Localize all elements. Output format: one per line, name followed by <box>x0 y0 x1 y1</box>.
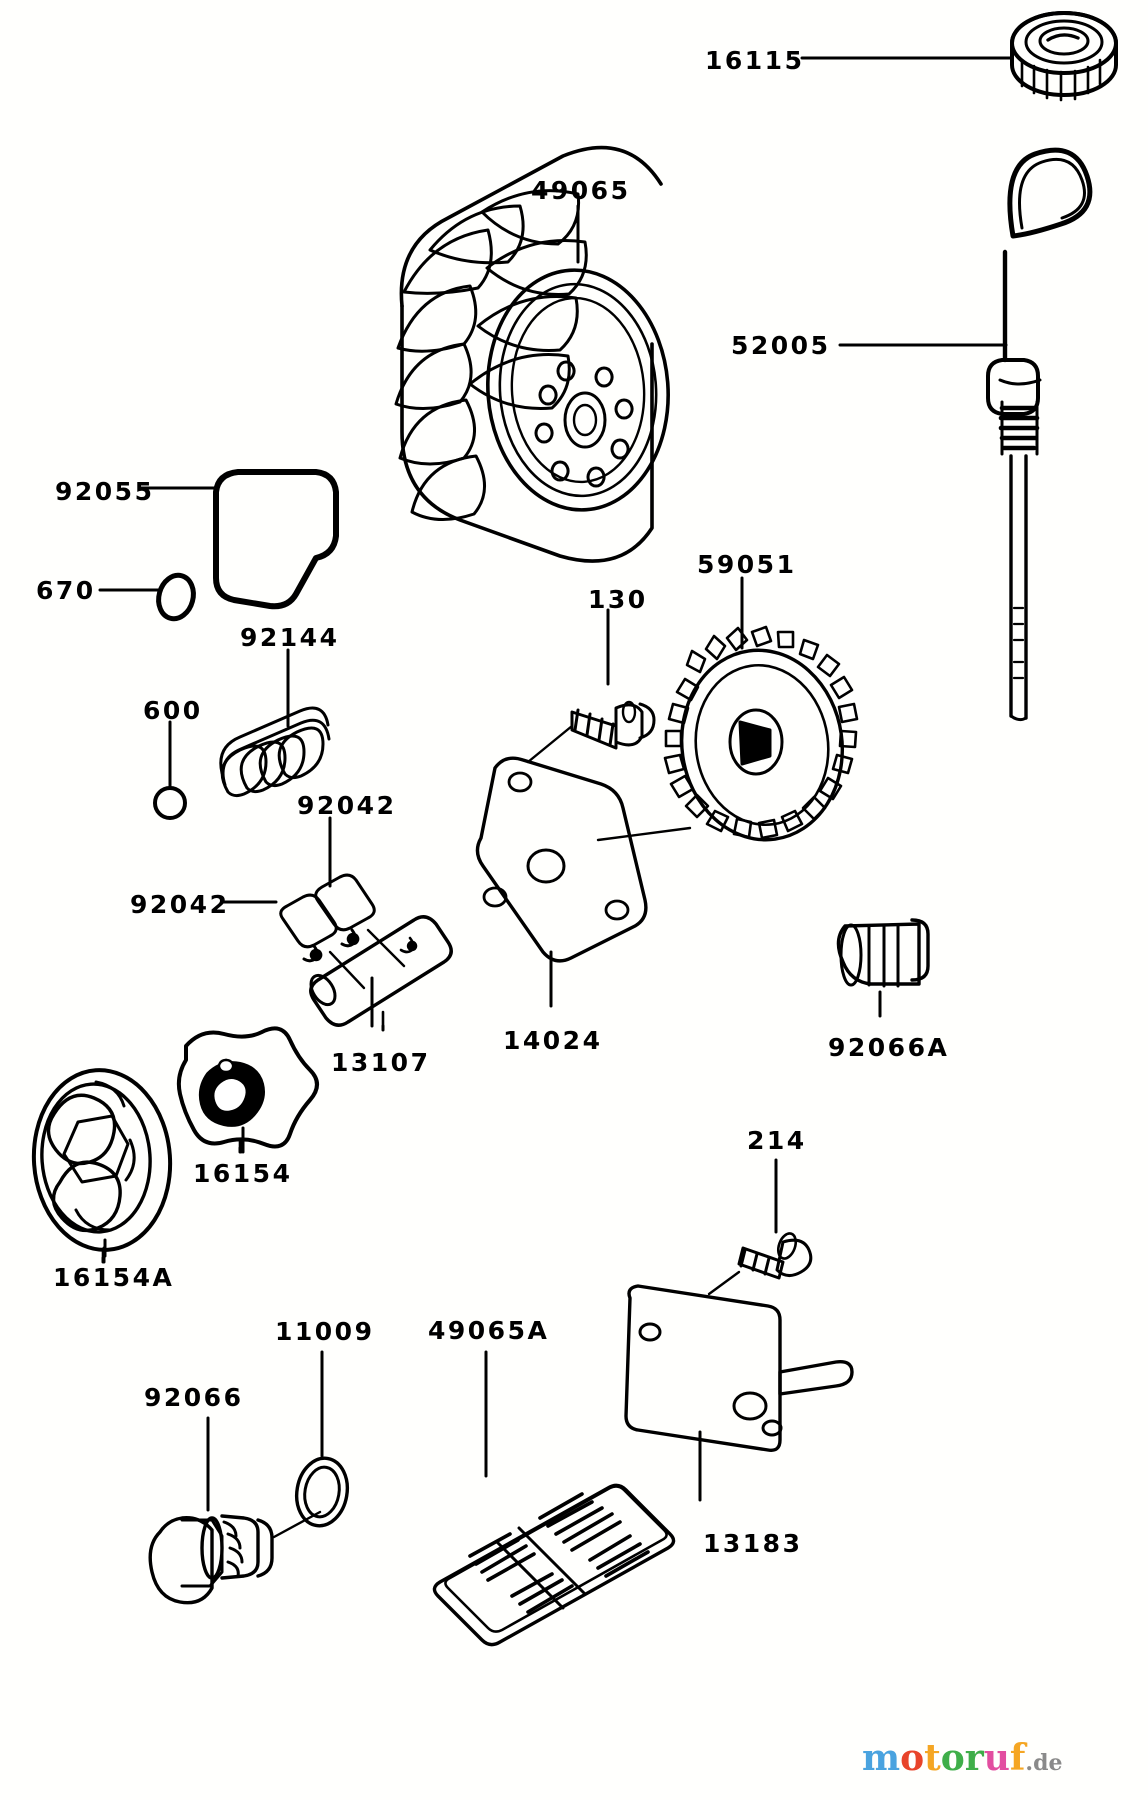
label-92042-lower: 92042 <box>130 890 230 919</box>
watermark-suffix: .de <box>1025 1750 1063 1776</box>
dipstick-art <box>986 147 1093 722</box>
label-11009: 11009 <box>275 1317 375 1346</box>
steel-ball-art <box>153 786 187 820</box>
flange-bolt-130-art <box>570 700 656 750</box>
watermark-letter: r <box>964 1737 984 1779</box>
watermark-letter: t <box>924 1737 941 1779</box>
dowel-pins-art <box>279 873 406 990</box>
label-92066: 92066 <box>144 1383 244 1412</box>
label-59051: 59051 <box>697 550 797 579</box>
inner-rotor-art <box>176 1026 319 1149</box>
relief-spring-art <box>219 706 331 798</box>
label-49065: 49065 <box>531 176 631 205</box>
drive-gear-art <box>663 625 859 842</box>
drain-plug-92066-art <box>148 1514 274 1605</box>
label-92066A: 92066A <box>828 1033 950 1062</box>
label-16115: 16115 <box>705 46 805 75</box>
label-92055: 92055 <box>55 477 155 506</box>
label-16154A: 16154A <box>53 1263 175 1292</box>
watermark-letter: m <box>862 1737 901 1779</box>
label-52005: 52005 <box>731 331 831 360</box>
watermark-letter: u <box>983 1737 1010 1779</box>
label-214: 214 <box>747 1126 807 1155</box>
label-92042-upper: 92042 <box>297 791 397 820</box>
label-14024: 14024 <box>503 1026 603 1055</box>
label-13183: 13183 <box>703 1529 803 1558</box>
pump-shaft-art <box>309 915 453 1027</box>
bracket-13183-art <box>624 1284 854 1452</box>
watermark-letter: o <box>900 1737 925 1779</box>
gasket-11009-art <box>294 1456 350 1528</box>
site-watermark: motoruf.de <box>862 1740 1062 1776</box>
watermark-letter: o <box>940 1737 965 1779</box>
label-16154: 16154 <box>193 1159 293 1188</box>
pump-cover-plate-art <box>475 756 648 963</box>
watermark-letter: f <box>1009 1737 1026 1779</box>
o-ring-670-art <box>156 572 196 622</box>
label-92144: 92144 <box>240 623 340 652</box>
label-670: 670 <box>36 576 96 605</box>
label-13107: 13107 <box>331 1048 431 1077</box>
label-600: 600 <box>143 696 203 725</box>
oil-filler-cap-art <box>1010 11 1118 102</box>
label-49065A: 49065A <box>428 1316 550 1345</box>
oil-filter-cartridge-art <box>394 145 670 563</box>
plug-92066A-art <box>836 918 930 988</box>
cover-gasket-art <box>213 469 339 610</box>
oil-screen-art <box>432 1483 676 1647</box>
screw-214-art <box>707 1232 813 1296</box>
label-130: 130 <box>588 585 648 614</box>
outer-rotor-art <box>31 1068 173 1252</box>
watermark-letters: motoruf <box>862 1740 1025 1776</box>
